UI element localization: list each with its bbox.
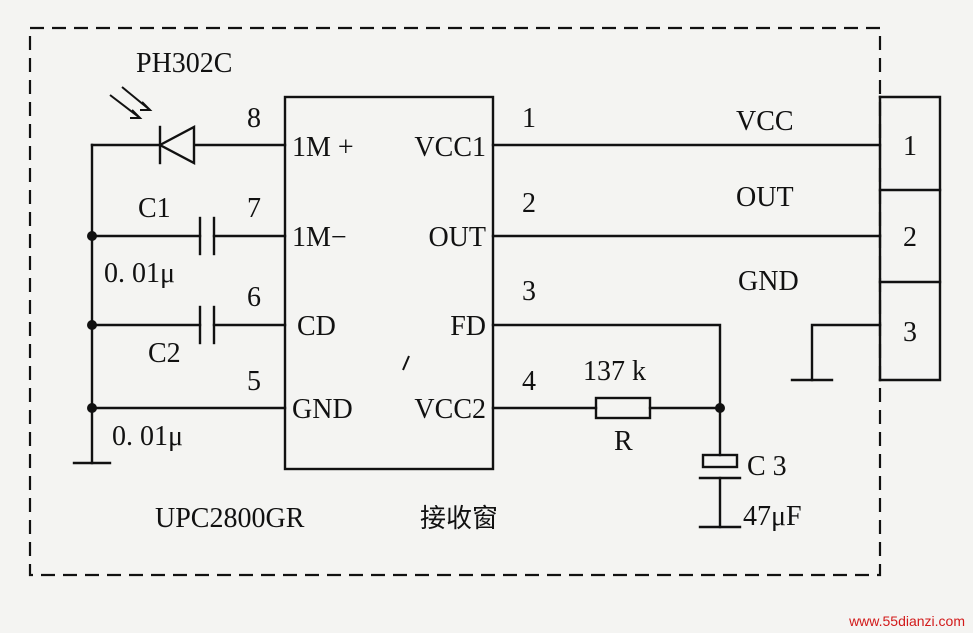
c1-capacitor-symbol — [198, 216, 216, 256]
connector-symbol — [878, 95, 942, 382]
resistor-value-label: 137 k — [583, 356, 646, 387]
photodiode-label: PH302C — [136, 48, 232, 79]
pin-number-6: 6 — [247, 282, 261, 313]
pin-name-vcc1: VCC1 — [414, 132, 486, 163]
connector-pin-3: 3 — [903, 317, 917, 348]
pin3-wire — [491, 323, 722, 410]
junction-gnd — [87, 403, 97, 413]
module-outline — [28, 26, 882, 577]
c2-capacitor-symbol — [198, 305, 216, 345]
pin-name-out: OUT — [428, 222, 486, 253]
junction-c1 — [87, 231, 97, 241]
pin-name-1m-minus: 1M− — [292, 222, 347, 253]
c3-value-label: 47μF — [743, 501, 802, 532]
resistor-name-label: R — [614, 426, 633, 457]
ic-mark — [402, 355, 410, 371]
c3-capacitor-symbol — [698, 453, 742, 480]
pin-number-4: 4 — [522, 366, 536, 397]
pin-name-1m-plus: 1M + — [292, 132, 354, 163]
c1-value-label: 0. 01μ — [104, 258, 175, 289]
pin-number-8: 8 — [247, 103, 261, 134]
pin-number-5: 5 — [247, 366, 261, 397]
signal-out-label: OUT — [736, 182, 794, 213]
c3-name-label: C 3 — [747, 451, 787, 482]
c2-value-label: 0. 01μ — [112, 421, 183, 452]
window-label: 接收窗 — [420, 504, 498, 534]
connector-pin-1: 1 — [903, 131, 917, 162]
photodiode-symbol — [109, 86, 196, 165]
c1-name-label: C1 — [138, 193, 171, 224]
pin-name-fd: FD — [450, 311, 486, 342]
ic-body — [283, 95, 495, 471]
junction-c2 — [87, 320, 97, 330]
resistor-symbol — [594, 396, 652, 420]
signal-gnd-label: GND — [738, 266, 799, 297]
pin-number-1: 1 — [522, 103, 536, 134]
ic-part-label: UPC2800GR — [155, 503, 305, 534]
connector-pin-2: 2 — [903, 222, 917, 253]
watermark-text: www.55dianzi.com — [848, 613, 965, 629]
pin-number-3: 3 — [522, 276, 536, 307]
pin-name-cd: CD — [297, 311, 336, 342]
pin-name-vcc2: VCC2 — [414, 394, 486, 425]
pin-name-gnd: GND — [292, 394, 353, 425]
signal-vcc-label: VCC — [736, 106, 794, 137]
connector-gnd-wire — [810, 323, 882, 382]
pin-number-2: 2 — [522, 188, 536, 219]
c2-name-label: C2 — [148, 338, 181, 369]
pin-number-7: 7 — [247, 193, 261, 224]
